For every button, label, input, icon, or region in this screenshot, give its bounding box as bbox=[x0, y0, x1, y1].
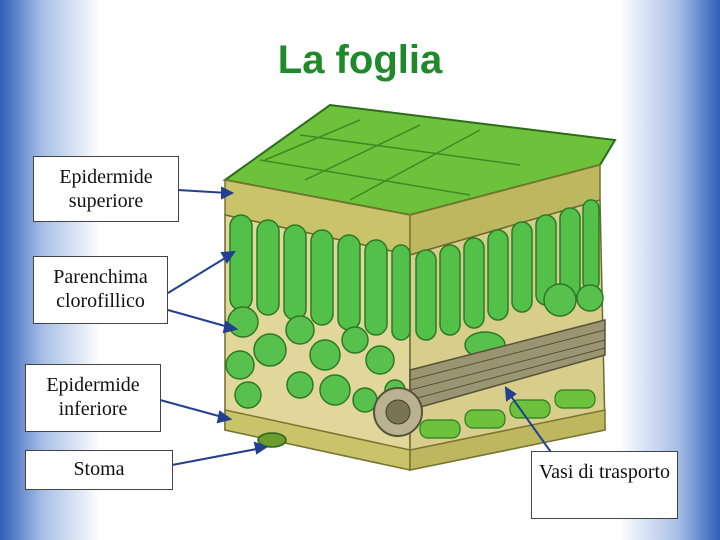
label-epidermide-inferiore: Epidermide inferiore bbox=[25, 364, 161, 432]
label-vasi-di-trasporto: Vasi di trasporto bbox=[531, 451, 678, 519]
spongy-cells bbox=[225, 283, 604, 413]
label-arrows bbox=[159, 186, 559, 466]
label-parenchima-clorofillico: Parenchima clorofillico bbox=[33, 256, 168, 324]
page-title: La foglia bbox=[277, 38, 443, 82]
stoma bbox=[257, 432, 287, 448]
label-epidermide-superiore: Epidermide superiore bbox=[33, 156, 179, 222]
lower-epidermis-side bbox=[409, 409, 606, 471]
palisade-cells bbox=[229, 199, 600, 341]
top-cells bbox=[259, 119, 521, 201]
label-stoma: Stoma bbox=[25, 450, 173, 490]
lower-side-cells bbox=[419, 389, 596, 439]
vessel-lines bbox=[409, 329, 606, 401]
